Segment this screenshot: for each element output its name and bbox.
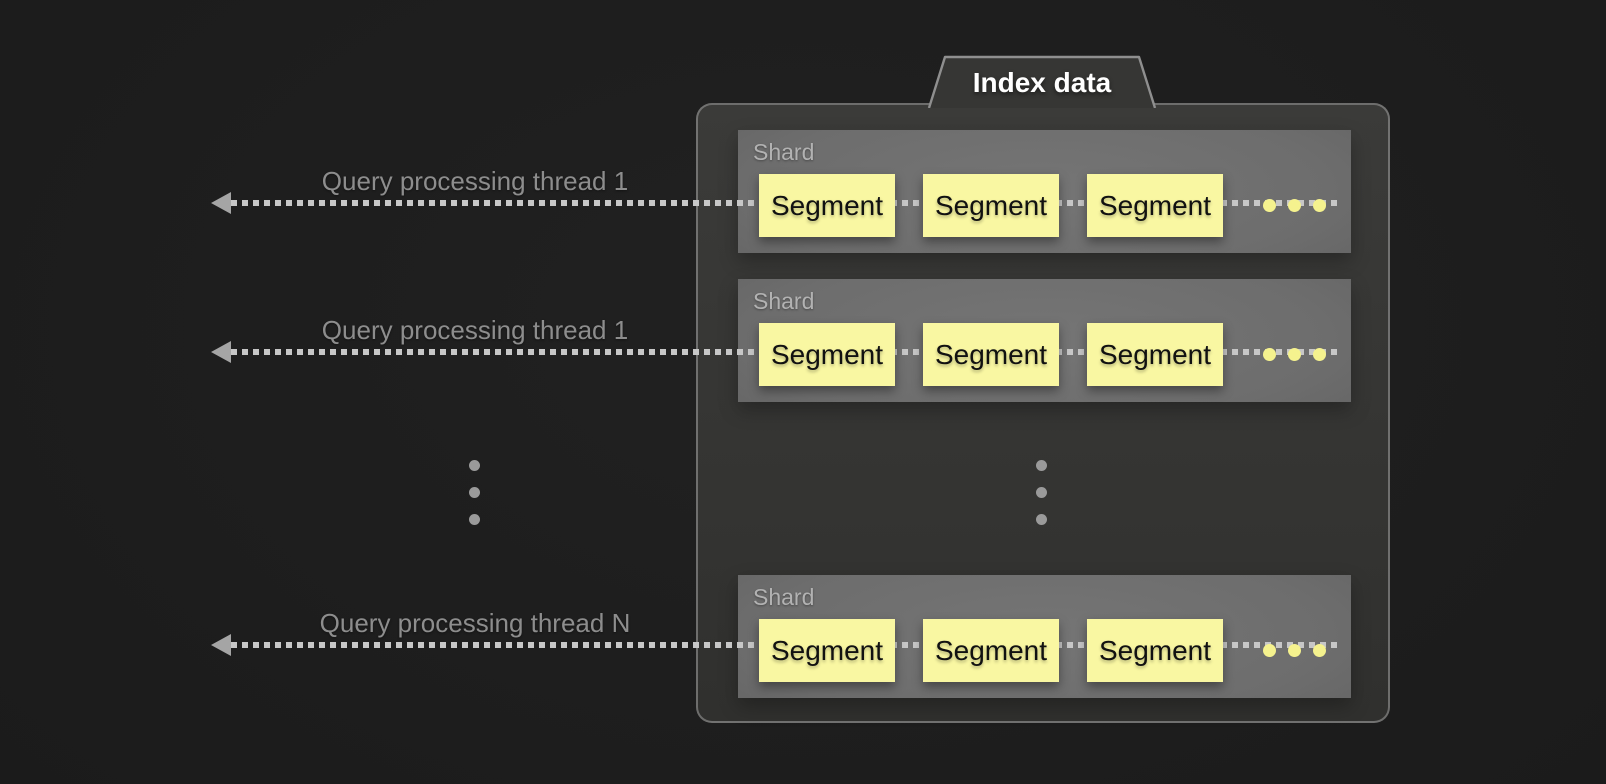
more-segments-ellipsis-icon bbox=[1263, 348, 1276, 361]
query-thread-label: Query processing thread N bbox=[319, 608, 631, 638]
more-segments-ellipsis-icon bbox=[1313, 348, 1326, 361]
shard-label: Shard bbox=[753, 288, 815, 314]
more-segments-ellipsis-icon bbox=[1313, 644, 1326, 657]
segment-box: Segment bbox=[1087, 619, 1223, 682]
segment-box: Segment bbox=[923, 619, 1059, 682]
segment-box: Segment bbox=[1087, 174, 1223, 237]
segment-box: Segment bbox=[759, 323, 895, 386]
more-segments-ellipsis-icon bbox=[1263, 199, 1276, 212]
more-threads-ellipsis-icon bbox=[469, 460, 480, 541]
segment-box: Segment bbox=[923, 323, 1059, 386]
query-thread-label: Query processing thread 1 bbox=[321, 315, 629, 345]
more-segments-ellipsis-icon bbox=[1288, 348, 1301, 361]
shard-row: Shard Segment Segment Segment bbox=[738, 130, 1351, 253]
tab-shape bbox=[927, 55, 1157, 108]
more-shards-ellipsis-icon bbox=[1036, 460, 1047, 541]
index-data-tab: Index data bbox=[927, 55, 1157, 108]
more-segments-ellipsis-icon bbox=[1288, 644, 1301, 657]
arrow-left-icon bbox=[211, 192, 231, 214]
more-segments-ellipsis-icon bbox=[1288, 199, 1301, 212]
more-segments-ellipsis-icon bbox=[1263, 644, 1276, 657]
index-data-group: Index data Shard Segment Segment Segment… bbox=[696, 55, 1390, 723]
query-thread-label: Query processing thread 1 bbox=[321, 166, 629, 196]
shard-row: Shard Segment Segment Segment bbox=[738, 575, 1351, 698]
segment-box: Segment bbox=[759, 619, 895, 682]
segment-box: Segment bbox=[923, 174, 1059, 237]
segment-box: Segment bbox=[759, 174, 895, 237]
segment-box: Segment bbox=[1087, 323, 1223, 386]
arrow-left-icon bbox=[211, 341, 231, 363]
index-data-title: Index data bbox=[972, 67, 1112, 98]
shard-label: Shard bbox=[753, 584, 815, 610]
shard-label: Shard bbox=[753, 139, 815, 165]
more-segments-ellipsis-icon bbox=[1313, 199, 1326, 212]
arrow-left-icon bbox=[211, 634, 231, 656]
shard-row: Shard Segment Segment Segment bbox=[738, 279, 1351, 402]
